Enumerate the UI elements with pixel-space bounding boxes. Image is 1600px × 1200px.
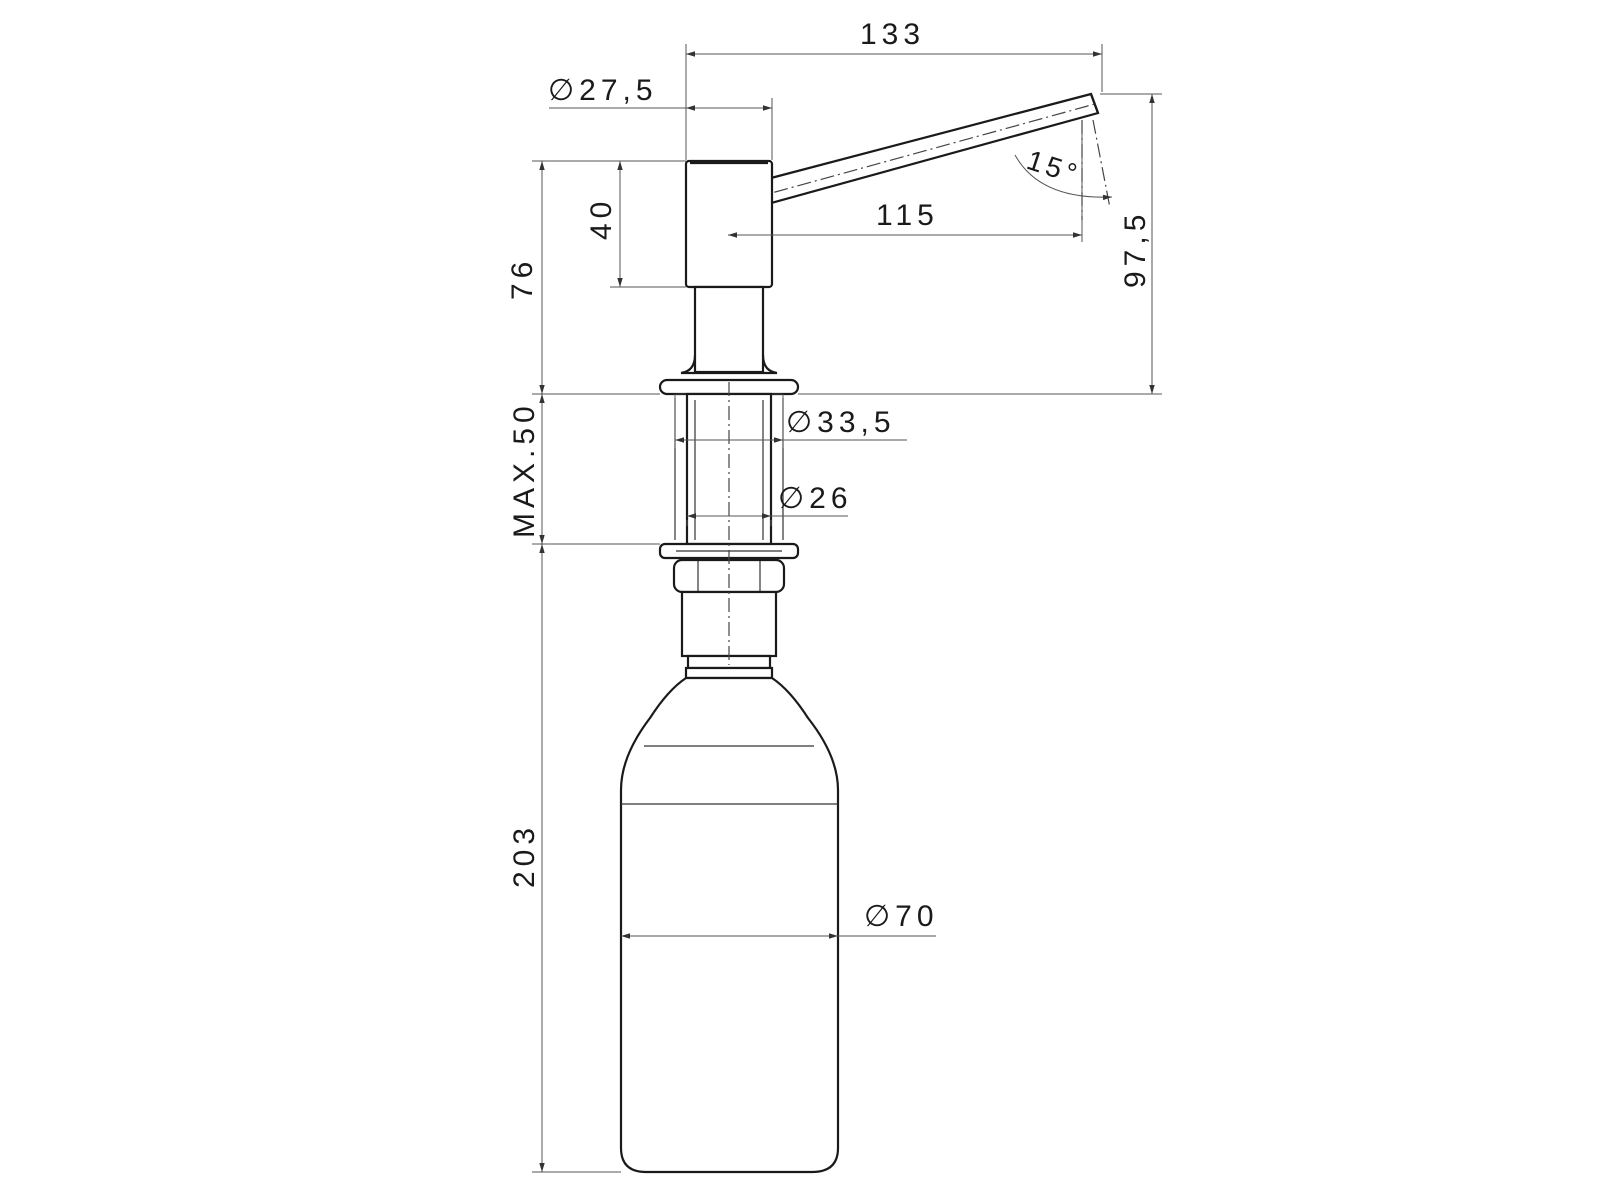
label-bottle-height: 203 bbox=[508, 823, 541, 888]
dim-spout-angle bbox=[1014, 119, 1113, 220]
dim-shank-diameter bbox=[686, 513, 848, 526]
dim-top-height bbox=[532, 160, 686, 395]
label-spout-reach: 115 bbox=[876, 199, 939, 232]
dim-head-diameter bbox=[549, 98, 773, 160]
dim-total-height bbox=[798, 93, 1162, 395]
label-top-height: 76 bbox=[506, 257, 539, 300]
label-bottle-diameter: ∅70 bbox=[864, 900, 939, 933]
dim-head-height bbox=[610, 160, 686, 288]
label-head-height: 40 bbox=[585, 197, 618, 240]
pump-head bbox=[684, 159, 774, 289]
label-max-thickness: MAX.50 bbox=[508, 401, 541, 538]
label-head-diameter: ∅27,5 bbox=[548, 74, 658, 107]
label-flange-diameter: ∅33,5 bbox=[786, 406, 896, 439]
bottle bbox=[619, 676, 840, 1174]
dim-spout-length bbox=[685, 44, 1103, 160]
dim-flange-diameter bbox=[674, 394, 907, 448]
dim-bottle-height bbox=[532, 544, 621, 1173]
dim-max-thickness bbox=[532, 394, 660, 545]
label-spout-length: 133 bbox=[860, 18, 925, 51]
label-shank-diameter: ∅26 bbox=[778, 482, 853, 515]
label-total-height: 97,5 bbox=[1119, 210, 1152, 288]
neck bbox=[680, 285, 778, 375]
label-spout-angle: 15° bbox=[1023, 144, 1084, 190]
